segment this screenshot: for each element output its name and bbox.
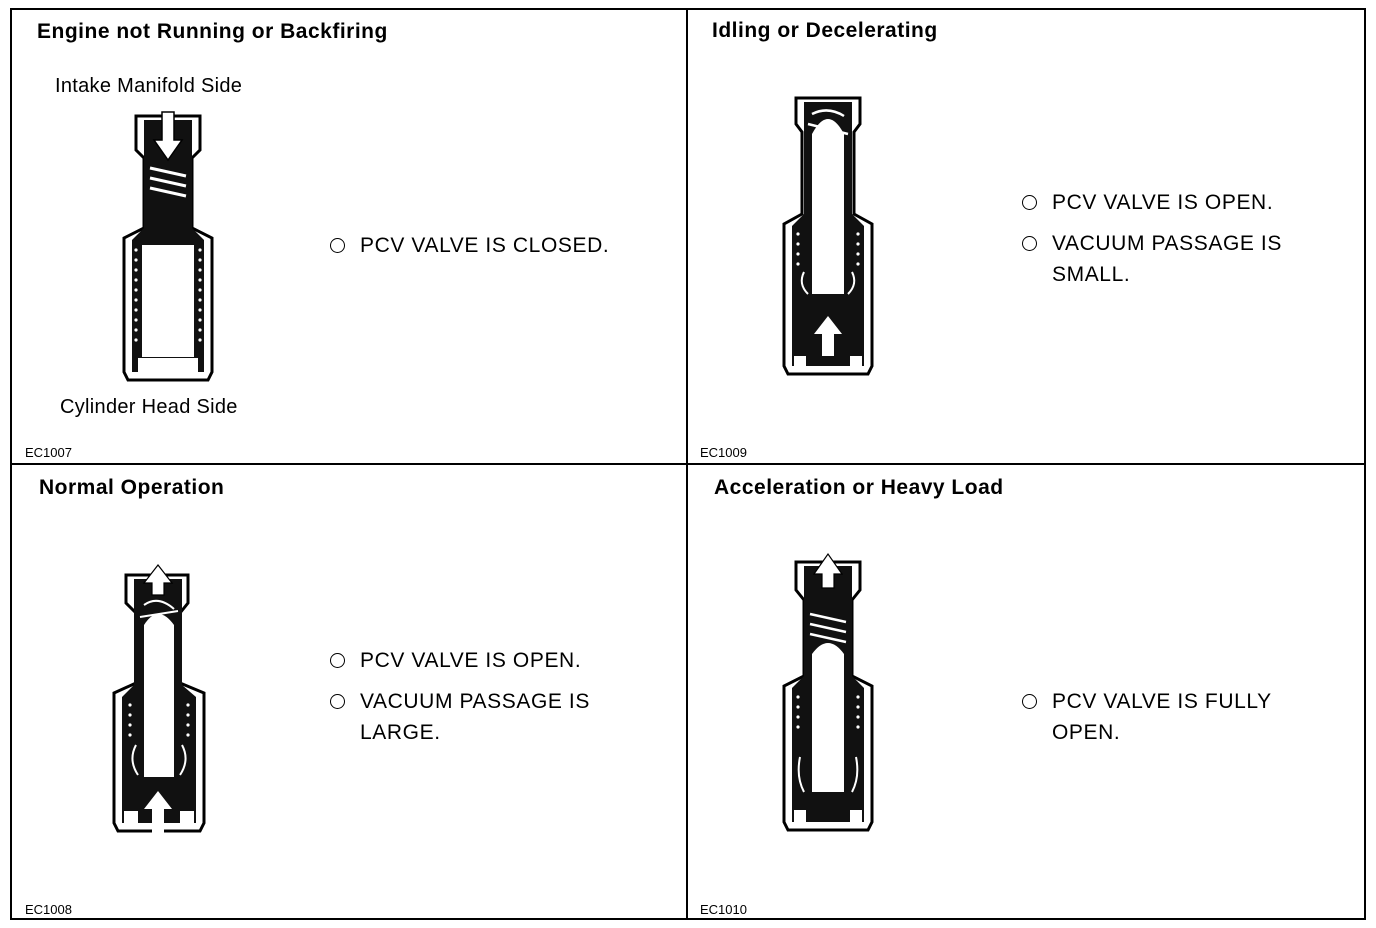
panel-4-bullets: PCV VALVE IS FULLY OPEN. [1022,686,1272,758]
bullet-circle-icon [1022,236,1037,251]
pcv-valve-fully-open-icon [782,552,874,832]
pcv-valve-closed-icon [122,111,214,382]
panel-1-bullets: PCV VALVE IS CLOSED. [330,230,609,271]
bullet-circle-icon [330,238,345,253]
panel-4-bullet: PCV VALVE IS FULLY OPEN. [1022,686,1272,748]
panel-3-title: Normal Operation [39,476,225,499]
bullet-circle-icon [1022,195,1037,210]
intake-manifold-side-label: Intake Manifold Side [55,75,243,97]
bullet-circle-icon [330,694,345,709]
cylinder-head-side-label: Cylinder Head Side [60,396,238,418]
panel-1-title: Engine not Running or Backfiring [37,20,388,43]
panel-2-bullet: VACUUM PASSAGE IS SMALL. [1022,228,1282,290]
bullet-circle-icon [1022,694,1037,709]
panel-3-bullet: VACUUM PASSAGE IS LARGE. [330,686,590,748]
panel-3-code: EC1008 [25,902,72,917]
panel-1-bullet: PCV VALVE IS CLOSED. [330,230,609,261]
panel-2-bullet: PCV VALVE IS OPEN. [1022,187,1282,218]
panel-2-title: Idling or Decelerating [712,19,938,42]
panel-3-bullet: PCV VALVE IS OPEN. [330,645,590,676]
bullet-circle-icon [330,653,345,668]
panel-4-code: EC1010 [700,902,747,917]
panel-divider-horizontal [10,463,1366,465]
panel-3-bullets: PCV VALVE IS OPEN. VACUUM PASSAGE IS LAR… [330,645,590,758]
panel-1-code: EC1007 [25,445,72,460]
panel-4-title: Acceleration or Heavy Load [714,476,1004,499]
panel-2-code: EC1009 [700,445,747,460]
pcv-valve-normal-icon [112,564,206,835]
panel-2-bullets: PCV VALVE IS OPEN. VACUUM PASSAGE IS SMA… [1022,187,1282,300]
pcv-valve-idling-icon [782,96,874,376]
